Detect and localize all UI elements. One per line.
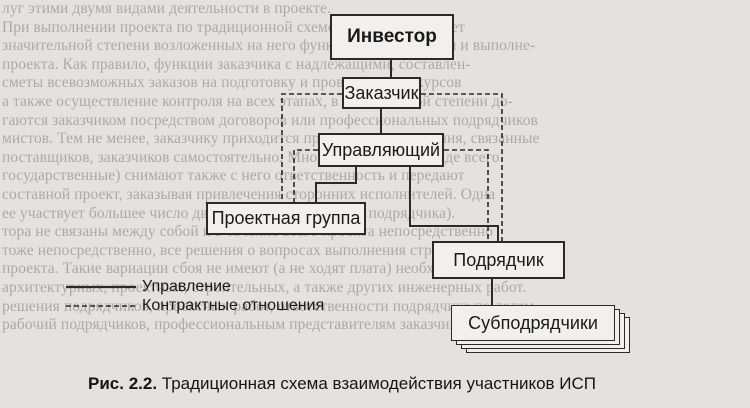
investor-box: Инвестор (330, 14, 454, 60)
contract-customer-project-group (281, 93, 342, 202)
background-text-line: проекта. Такие вариации сбоя не имеют (а… (2, 260, 484, 278)
investor-label: Инвестор (347, 26, 437, 47)
background-text-line: архитектурных, проектных, строительных, … (2, 278, 527, 296)
background-text-line: государственные) снимают также с него от… (2, 167, 465, 185)
manager-box: Управляющий (318, 133, 444, 167)
subcontractors-box: Субподрядчики (451, 305, 615, 341)
background-text-line: луг этими двумя видами деятельности в пр… (2, 0, 331, 17)
figure-number: Рис. 2.2. (88, 374, 158, 393)
customer-label: Заказчик (344, 82, 419, 103)
background-text-line: составной проект, заказывая привлечения … (2, 185, 496, 203)
background-text-line: рабочий подрядчиков, профессиональным пр… (2, 316, 529, 334)
contract-manager-contractor (444, 149, 489, 241)
manager-label: Управляющий (321, 139, 441, 160)
contract-manager-project-group (293, 149, 318, 202)
figure-title: Традиционная схема взаимодействия участн… (161, 374, 597, 393)
project-group-box: Проектная группа (206, 202, 366, 235)
legend-management-label: Управление (142, 278, 231, 295)
background-text-line: гаются заказчиком посредством договоров … (2, 111, 538, 129)
contract-customer-contractor (421, 93, 503, 241)
subcontractors-label: Субподрядчики (468, 312, 598, 333)
background-text-line: тоже непосредственно, все решения о вопр… (2, 241, 508, 259)
customer-box: Заказчик (342, 77, 421, 109)
contractor-box: Подрядчик (432, 241, 565, 279)
contractor-label: Подрядчик (453, 249, 544, 270)
legend-contract-label: Контрактные отношения (142, 297, 325, 314)
connector-manager-contractor (409, 167, 499, 241)
background-text-line: проекта. Как правило, функции заказчика … (2, 55, 471, 73)
project-group-label: Проектная группа (211, 208, 361, 228)
figure-caption: Рис. 2.2. Традиционная схема взаимодейст… (88, 374, 596, 394)
background-text-line: решения подрядчиков, проектных работ, от… (2, 297, 535, 315)
connector-manager-project-group (315, 167, 357, 202)
